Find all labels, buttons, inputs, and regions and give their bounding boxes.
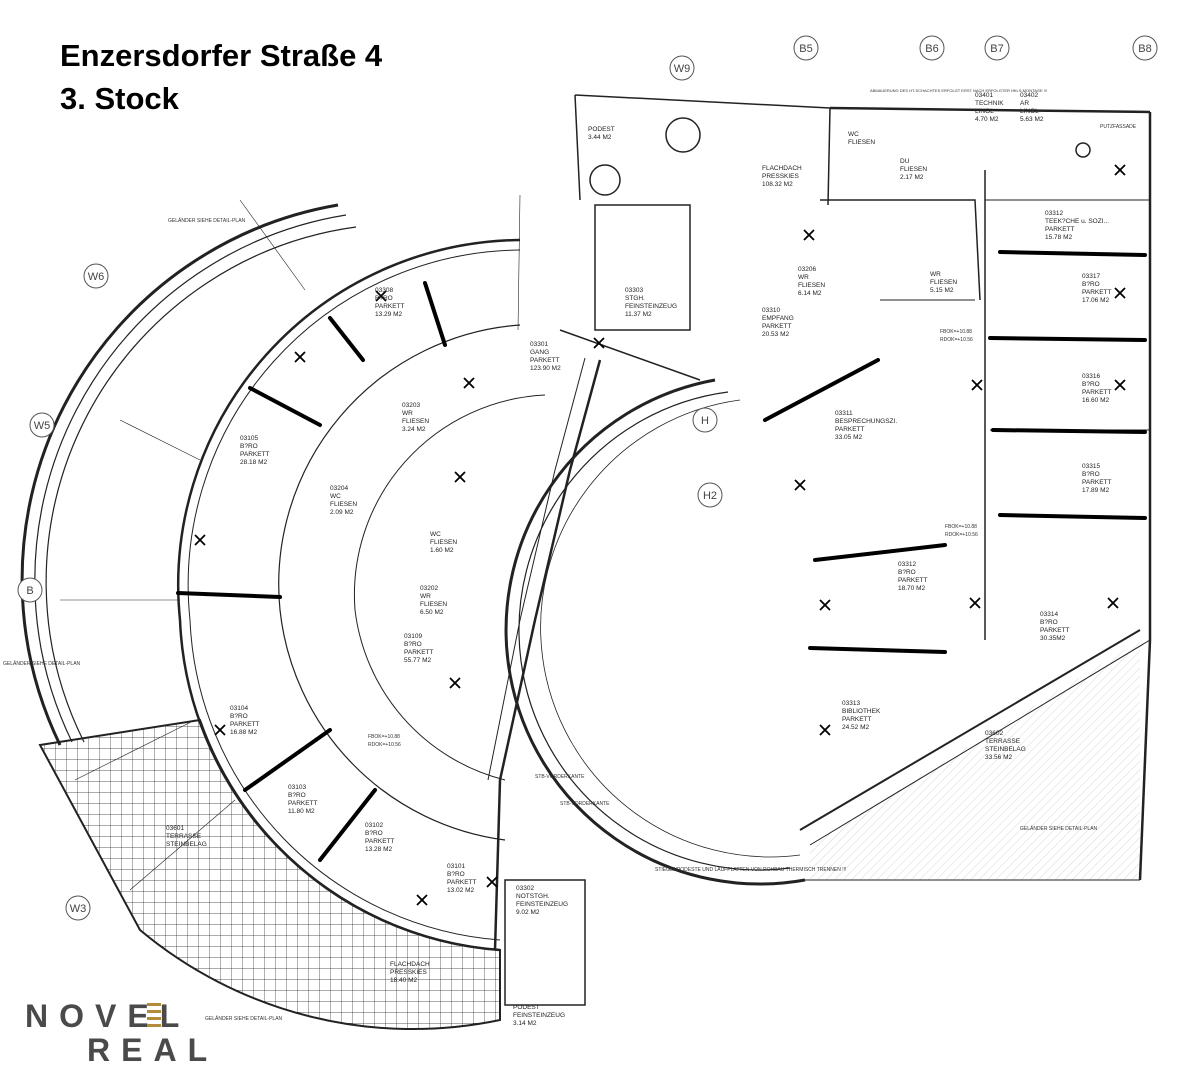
- grid-label-w3: W3: [70, 903, 87, 915]
- grid-label-w9: W9: [674, 63, 691, 75]
- note-putzfassade: PUTZFASSADE: [1100, 124, 1137, 130]
- grid-bubble-b5: [793, 35, 819, 61]
- note-stiegenpodeste: STIEGENPODESTE UND LAUFPLATTEN VON ROHBA…: [655, 867, 846, 873]
- grid-bubble-b: [17, 577, 43, 603]
- note-gelaender-4: GELÄNDER SIEHE DETAIL-PLAN: [1020, 825, 1098, 832]
- grid-bubble-w5: [29, 412, 55, 438]
- floor-title: 3. Stock: [60, 81, 179, 116]
- note-fbok-3: FBOK=+10.88: [940, 329, 972, 335]
- grid-bubble-w6: [83, 263, 109, 289]
- grid-label-b: B: [26, 585, 33, 597]
- terrace-tiles: [38, 718, 501, 1031]
- note-fbok-1: FBOK=+10.88: [368, 734, 400, 740]
- grid-label-h2: H2: [703, 490, 717, 502]
- grid-bubble-b7: [984, 35, 1010, 61]
- grid-bubble-h2: [697, 482, 723, 508]
- logo-line-2: REAL: [87, 1032, 219, 1068]
- logo-bars-icon: [147, 1003, 161, 1027]
- note-gelaender-1: GELÄNDER SIEHE DETAIL-PLAN: [168, 217, 246, 224]
- note-gelaender-2: GELÄNDER SIEHE DETAIL-PLAN: [3, 660, 81, 667]
- note-rdok-1: RDOK=+10.56: [368, 742, 401, 748]
- address-title: Enzersdorfer Straße 4: [60, 38, 383, 73]
- grid-label-h: H: [701, 415, 709, 427]
- note-gelaender-3: GELÄNDER SIEHE DETAIL-PLAN: [205, 1015, 283, 1022]
- grid-bubble-b8: [1132, 35, 1158, 61]
- note-stb-vorderkante-2: STB-VORDERKANTE: [560, 801, 610, 807]
- grid-label-w5: W5: [34, 420, 51, 432]
- note-abmauerung: ABMAUERUNG DES HT-SCHACHTES ERFOLGT ERST…: [870, 88, 1047, 93]
- grid-label-b6: B6: [925, 43, 938, 55]
- grid-label-w6: W6: [88, 271, 105, 283]
- note-rdok-3: RDOK=+10.56: [940, 337, 973, 343]
- grid-label-b8: B8: [1138, 43, 1151, 55]
- novel-real-logo: NOVEL REAL: [25, 998, 207, 1066]
- logo-line-1: NOVEL: [25, 998, 191, 1034]
- grid-bubble-w3: [65, 895, 91, 921]
- note-fbok-2: FBOK=+10.88: [945, 524, 977, 530]
- grid-bubble-w9: [669, 55, 695, 81]
- grid-label-b7: B7: [990, 43, 1003, 55]
- note-stb-vorderkante: STB-VORDERKANTE: [535, 774, 585, 780]
- grid-bubble-h: [692, 407, 718, 433]
- grid-label-b5: B5: [799, 43, 812, 55]
- note-rdok-2: RDOK=+10.56: [945, 532, 978, 538]
- grid-bubble-b6: [919, 35, 945, 61]
